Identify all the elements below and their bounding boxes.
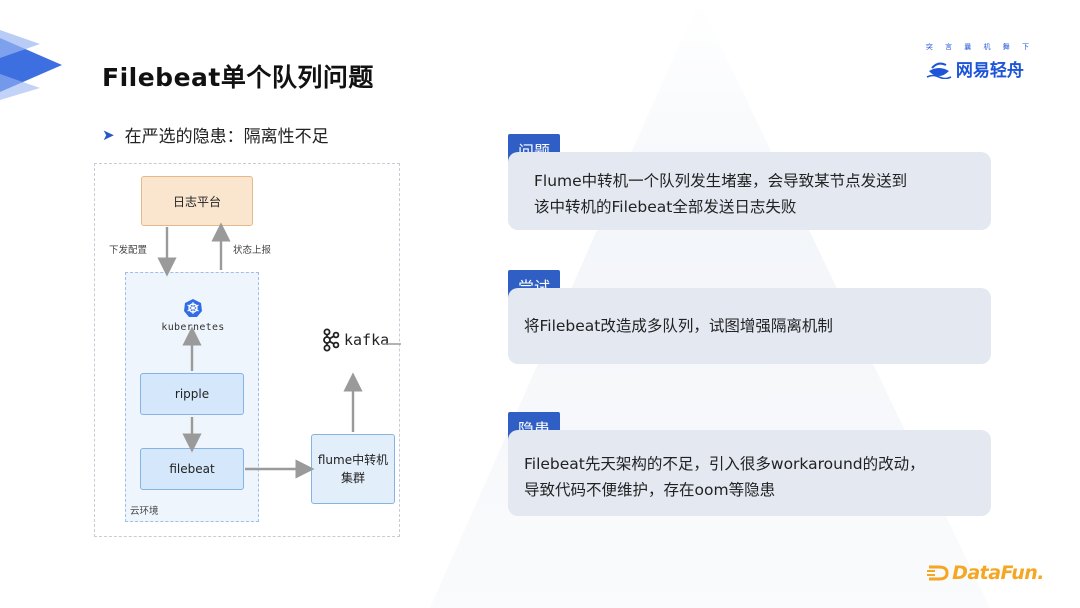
boat-icon	[926, 62, 952, 79]
status-up-label: 状态上报	[233, 245, 272, 256]
problem-text-line2: 该中转机的Filebeat全部发送日志失败	[534, 197, 797, 216]
arrow-bullet-icon: ➤	[102, 125, 115, 144]
risk-text-line1: Filebeat先天架构的不足，引入很多workaround的改动，	[524, 455, 925, 473]
bullet-text: 在严选的隐患：隔离性不足	[124, 127, 329, 147]
architecture-diagram: 日志平台 云环境 下发配置 状态上报 kubernetes ripple fil…	[94, 163, 401, 537]
config-down-label: 下发配置	[109, 245, 148, 256]
diagram-arrows	[157, 222, 401, 479]
flume-cluster-node: flume中转机 集群	[311, 434, 395, 504]
datafun-logo: DataFun.	[927, 562, 1044, 584]
page-title: Filebeat单个队列问题	[102, 63, 374, 92]
brand-slogan: 突 言 曩 机 舞 下	[925, 43, 1034, 51]
log-platform-node: 日志平台	[141, 176, 253, 226]
kafka-label: kafka	[344, 331, 390, 349]
risk-card: Filebeat先天架构的不足，引入很多workaround的改动， 导致代码不…	[508, 430, 991, 516]
attempt-card: 将Filebeat改造成多队列，试图增强隔离机制	[508, 288, 991, 364]
flume-label-line1: flume中转机	[317, 453, 389, 467]
flume-label-line2: 集群	[340, 471, 365, 485]
brand-name: 网易轻舟	[955, 61, 1024, 81]
risk-text-line2: 导致代码不便维护，存在oom等隐患	[524, 480, 776, 499]
ripple-node: ripple	[140, 373, 244, 415]
cloud-env-label: 云环境	[130, 506, 159, 517]
problem-card: Flume中转机一个队列发生堵塞，会导致某节点发送到 该中转机的Filebeat…	[508, 152, 991, 230]
datafun-logo-text: DataFun.	[952, 562, 1044, 584]
kubernetes-icon	[184, 299, 202, 317]
problem-text-line1: Flume中转机一个队列发生堵塞，会导致某节点发送到	[534, 172, 908, 190]
filebeat-node: filebeat	[140, 448, 244, 490]
attempt-text-line1: 将Filebeat改造成多队列，试图增强隔离机制	[524, 317, 833, 335]
kafka-icon	[323, 328, 340, 352]
corner-arrow-decoration	[0, 30, 62, 100]
bullet-point: ➤ 在严选的隐患：隔离性不足	[102, 122, 329, 148]
brand-logo: 突 言 曩 机 舞 下 网易轻舟	[926, 42, 1040, 81]
datafun-mark-icon	[927, 565, 949, 581]
kafka-logo: kafka	[321, 328, 389, 352]
